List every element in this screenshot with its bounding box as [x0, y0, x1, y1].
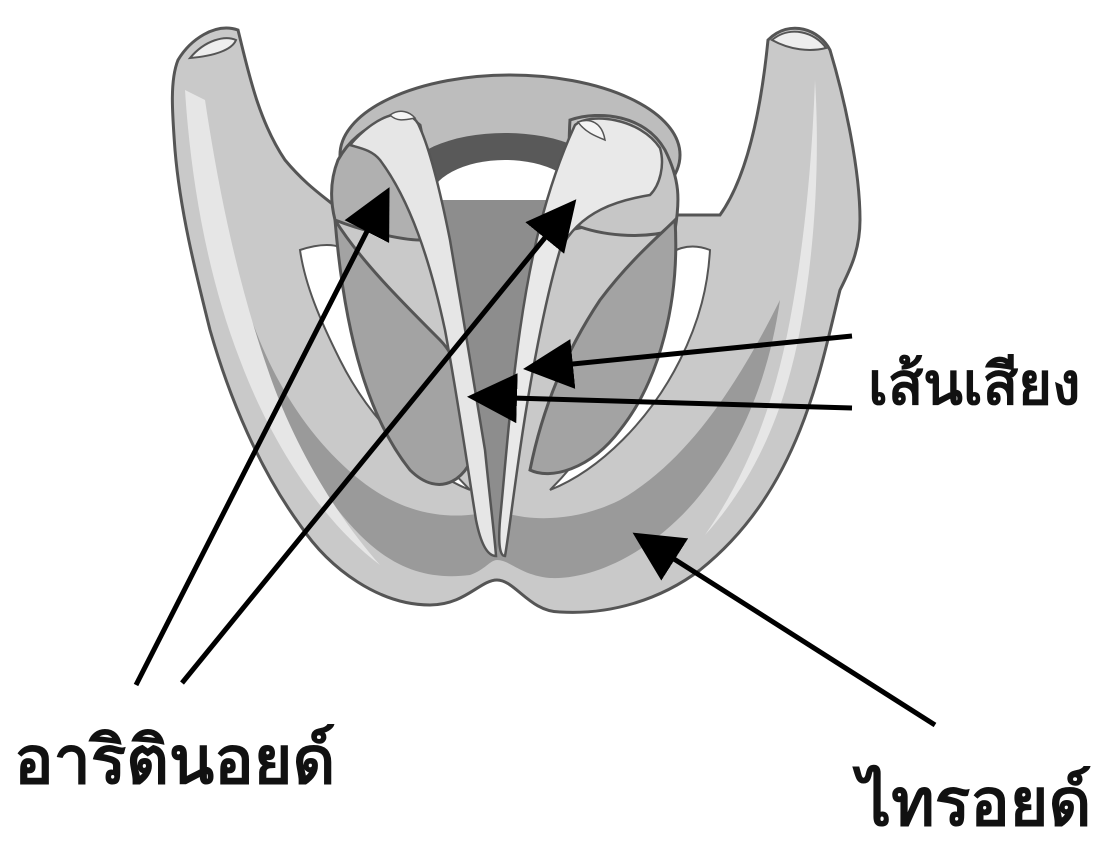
label-thyroid: ไทรอยด์ [858, 770, 1091, 836]
label-arytenoid: อาริตินอยด์ [14, 728, 335, 794]
label-vocal-cords: เส้นเสียง [868, 355, 1080, 413]
arrow-thyroid [641, 538, 935, 725]
